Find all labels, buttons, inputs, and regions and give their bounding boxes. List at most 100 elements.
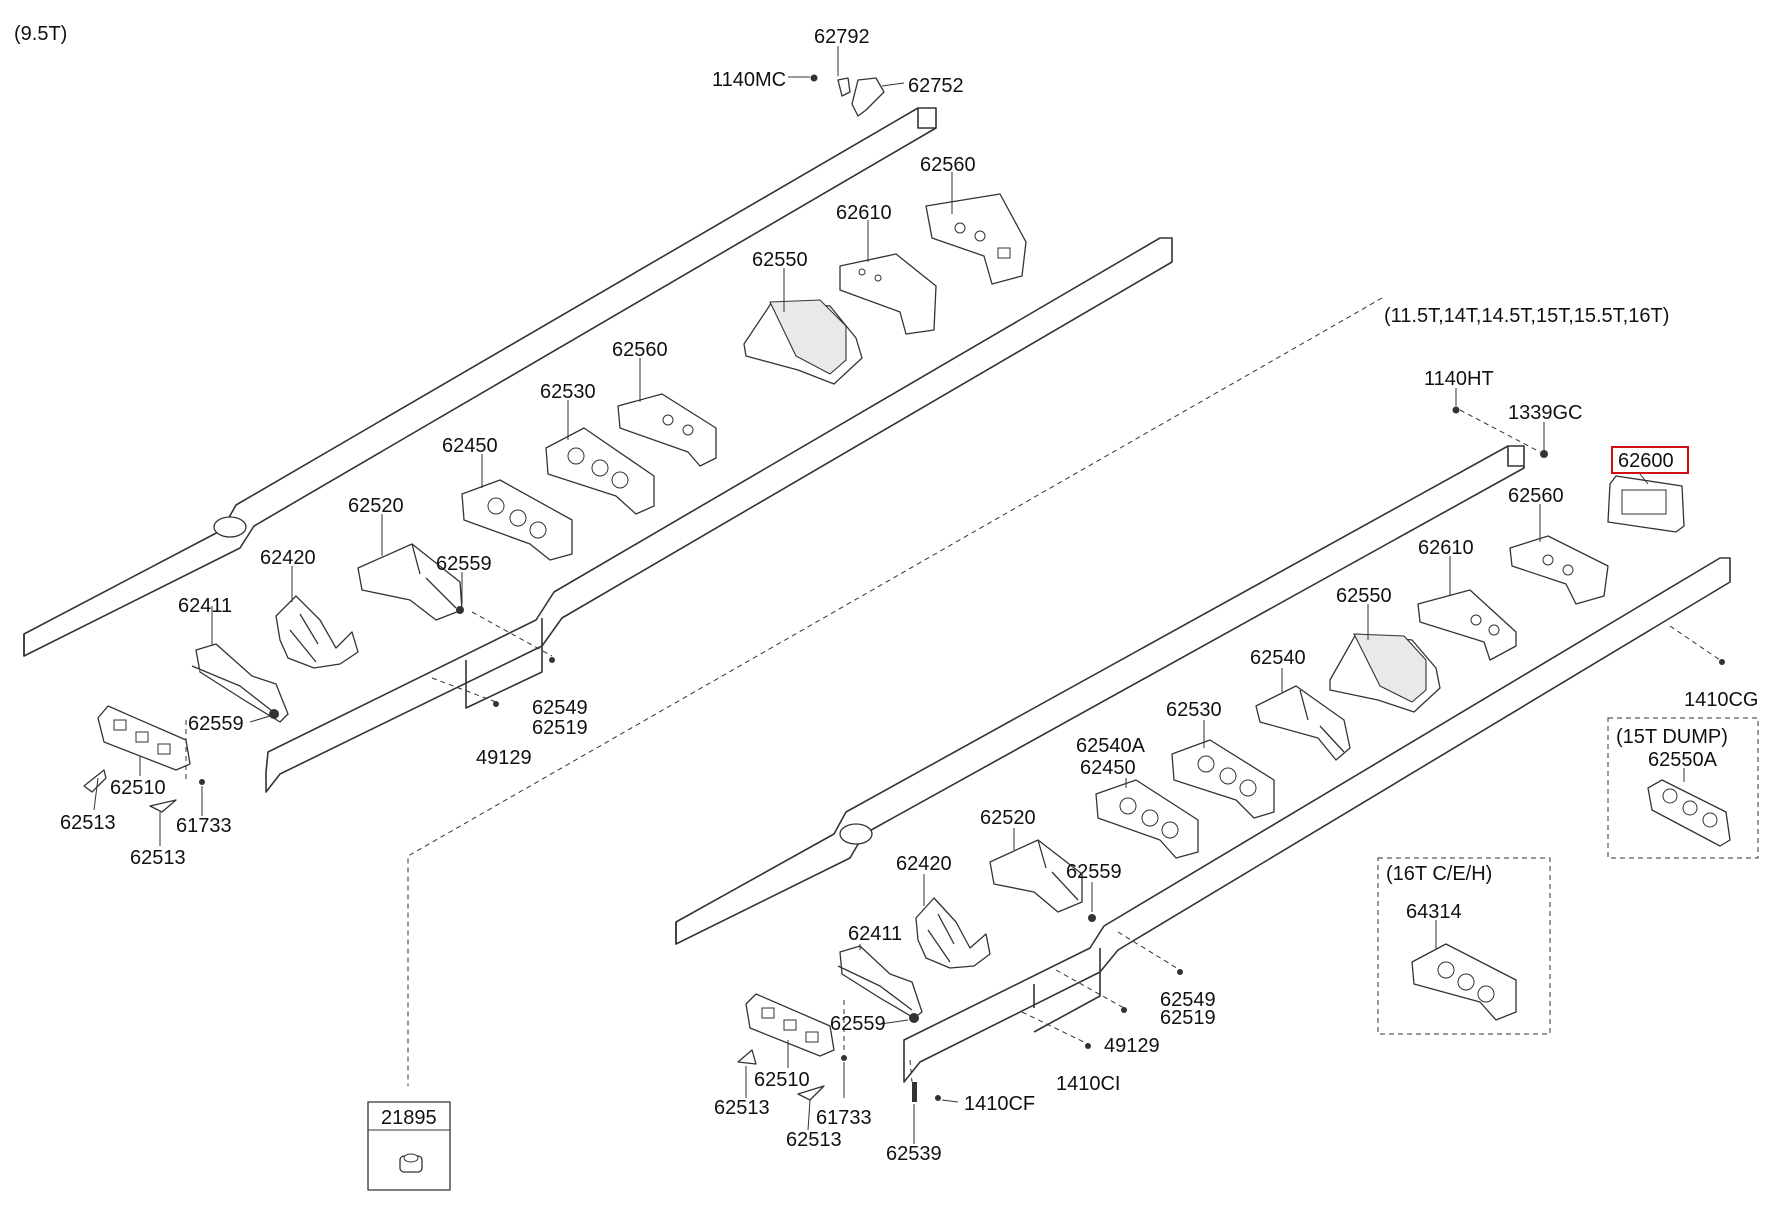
callout-62610: 62610 (836, 202, 892, 224)
callout-62530: 62530 (540, 381, 596, 403)
part-box-21895 (367, 1101, 451, 1191)
callout-62560-front: 62560 (612, 339, 668, 361)
lower-bracket-62420 (915, 897, 991, 969)
bolt-61733-upper-icon (199, 779, 205, 785)
callout-62550a: 62550A (1648, 749, 1718, 771)
bolt-62549-lower-icon (1177, 969, 1183, 975)
bolt-1140ht-icon (1452, 406, 1460, 414)
callout-62549: 62549 (1160, 989, 1216, 1011)
variant-label-heavy: (11.5T,14T,14.5T,15T,15.5T,16T) (1384, 305, 1669, 327)
callout-61733: 61733 (176, 815, 232, 837)
upper-crossmember-62510 (97, 705, 191, 771)
lower-left-side-rail (675, 445, 1525, 945)
nut-62559-upper-a-icon (456, 606, 464, 614)
callout-1339gc: 1339GC (1508, 402, 1583, 424)
callout-62550: 62550 (752, 249, 808, 271)
callout-62559-a: 62559 (436, 553, 492, 575)
upper-crossmember-62610 (839, 253, 937, 335)
callout-62792: 62792 (814, 26, 870, 48)
variant-label-9-5t: (9.5T) (14, 23, 67, 45)
variant-label-16t-ceh: (16T C/E/H) (1386, 863, 1492, 885)
nut-62559-upper-b-icon (269, 709, 279, 719)
callout-62510: 62510 (754, 1069, 810, 1091)
lower-crossmember-62450 (1095, 779, 1199, 859)
callout-62513-b: 62513 (130, 847, 186, 869)
callout-62420: 62420 (896, 853, 952, 875)
callout-62450: 62450 (442, 435, 498, 457)
lower-leader-lines (745, 388, 1649, 1144)
upper-crossmember-62411 (191, 643, 289, 723)
callout-62560: 62560 (1508, 485, 1564, 507)
callout-62411: 62411 (848, 923, 902, 945)
callout-1410cg: 1410CG (1684, 689, 1759, 711)
callout-62510: 62510 (110, 777, 166, 799)
highlight-62600 (1611, 446, 1689, 474)
upper-crossmember-62530 (545, 427, 655, 515)
inset-15t-dump (1607, 717, 1759, 859)
bolt-1410ci-icon (1085, 1043, 1091, 1049)
callout-21895: 21895 (381, 1107, 437, 1129)
bolt-61733-lower-icon (841, 1055, 847, 1061)
callout-62519: 62519 (1160, 1007, 1216, 1029)
bolt-49129-upper-icon (493, 701, 499, 707)
callout-62559-a: 62559 (1066, 861, 1122, 883)
callout-1410cf: 1410CF (964, 1093, 1035, 1115)
callout-62520: 62520 (980, 807, 1036, 829)
upper-bracket-62792 (837, 77, 851, 97)
bolt-1410cg-icon (1719, 659, 1725, 665)
nut-62559-lower-b-icon (909, 1013, 919, 1023)
callout-62519: 62519 (532, 717, 588, 739)
callout-62540: 62540 (1250, 647, 1306, 669)
upper-crossmember-62450 (461, 479, 573, 561)
upper-crossmember-62520 (357, 543, 463, 621)
lower-crossmember-62560 (1509, 535, 1609, 605)
callout-62610: 62610 (1418, 537, 1474, 559)
callout-1140mc: 1140MC (712, 69, 786, 91)
callout-62559-b: 62559 (830, 1013, 886, 1035)
nut-62559-lower-a-icon (1088, 914, 1096, 922)
upper-left-side-rail (23, 107, 937, 657)
callout-61733: 61733 (816, 1107, 872, 1129)
variant-label-15t-dump: (15T DUMP) (1616, 726, 1728, 748)
callout-49129: 49129 (476, 747, 532, 769)
lower-crossmember-62540 (1255, 685, 1351, 761)
lower-dashed-guides (843, 409, 1721, 1083)
callout-49129: 49129 (1104, 1035, 1160, 1057)
callout-62539: 62539 (886, 1143, 942, 1165)
inset-16t-ceh (1377, 857, 1551, 1035)
variant-divider (407, 297, 1383, 1086)
callout-62411: 62411 (178, 595, 232, 617)
bolt-1140mc-icon (810, 74, 818, 82)
upper-bracket-62420 (275, 595, 359, 669)
nut-1339gc-icon (1540, 450, 1548, 458)
upper-crossmember-62560-rear (925, 193, 1027, 285)
callout-62600: 62600 (1618, 450, 1674, 472)
callout-62549: 62549 (532, 697, 588, 719)
callout-62520: 62520 (348, 495, 404, 517)
callout-1140ht: 1140HT (1424, 368, 1494, 390)
upper-dashed-guides (185, 611, 553, 780)
upper-leader-lines (93, 46, 953, 846)
lower-crossmember-62600 (1607, 475, 1685, 533)
callout-62513-a: 62513 (714, 1097, 770, 1119)
lower-gussets-62513 (737, 1049, 825, 1101)
callout-62550: 62550 (1336, 585, 1392, 607)
upper-crossmember-62560-front (617, 393, 717, 467)
callout-62513-b: 62513 (786, 1129, 842, 1151)
lower-crossmember-62550 (1329, 633, 1441, 713)
upper-gussets-62513 (83, 769, 177, 813)
bolt-62539-icon (912, 1082, 917, 1102)
upper-crossmember-62550 (743, 299, 863, 385)
callout-64314: 64314 (1406, 901, 1462, 923)
lower-crossmember-62520 (989, 839, 1083, 913)
callout-62752: 62752 (908, 75, 964, 97)
lower-crossmember-62610 (1417, 589, 1517, 661)
callout-62420: 62420 (260, 547, 316, 569)
callout-62530: 62530 (1166, 699, 1222, 721)
bolt-1410cf-icon (935, 1095, 941, 1101)
callout-1410ci: 1410CI (1056, 1073, 1121, 1095)
callout-62540a: 62540A (1076, 735, 1146, 757)
bolt-49129-lower-icon (1121, 1007, 1127, 1013)
lower-right-side-rail (903, 557, 1731, 1083)
